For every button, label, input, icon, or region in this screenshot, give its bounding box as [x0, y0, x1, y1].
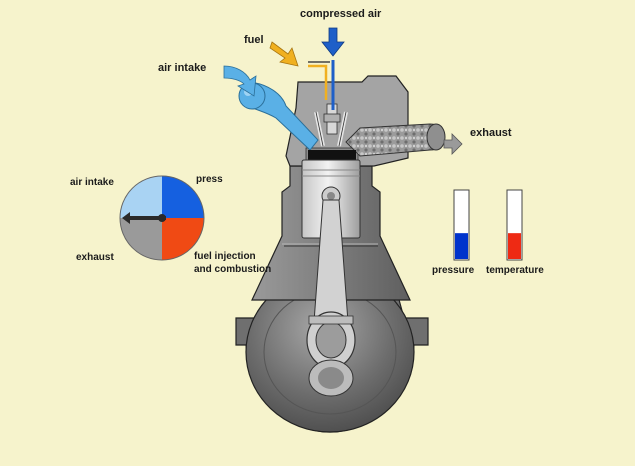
air-intake-label: air intake [158, 62, 207, 74]
dial-press-segment [162, 176, 204, 218]
compressed-air-arrow-icon [321, 27, 345, 57]
cycle-dial [119, 175, 205, 261]
pressure-level-fill [455, 233, 468, 259]
dial-combustion-segment [162, 218, 204, 260]
exhaust-arrow-icon [443, 133, 463, 155]
dial-press-label: press [196, 174, 223, 185]
temperature-level-fill [508, 233, 521, 259]
dial-combustion-label: and combustion [194, 264, 272, 275]
fuel-label: fuel [244, 34, 264, 46]
temperature-label: temperature [486, 265, 544, 276]
connecting-rod [306, 199, 356, 397]
valves-and-injector [308, 60, 348, 147]
fuel-arrow-icon [269, 41, 299, 67]
air-intake-arrow-icon [223, 65, 257, 97]
dial-exhaust-segment [120, 218, 162, 260]
exhaust-port [345, 123, 446, 157]
dial-pointer-icon [122, 212, 166, 224]
dial-exhaust-label: exhaust [76, 252, 114, 263]
dial-intake-segment [120, 176, 162, 218]
exhaust-label: exhaust [470, 127, 512, 139]
pressure-label: pressure [432, 265, 475, 276]
dial-air-intake-label: air intake [70, 177, 114, 188]
compressed-air-label: compressed air [300, 8, 382, 20]
dial-fuel-injection-label: fuel injection [194, 251, 256, 262]
temperature-gauge [506, 189, 523, 261]
pressure-gauge [453, 189, 470, 261]
